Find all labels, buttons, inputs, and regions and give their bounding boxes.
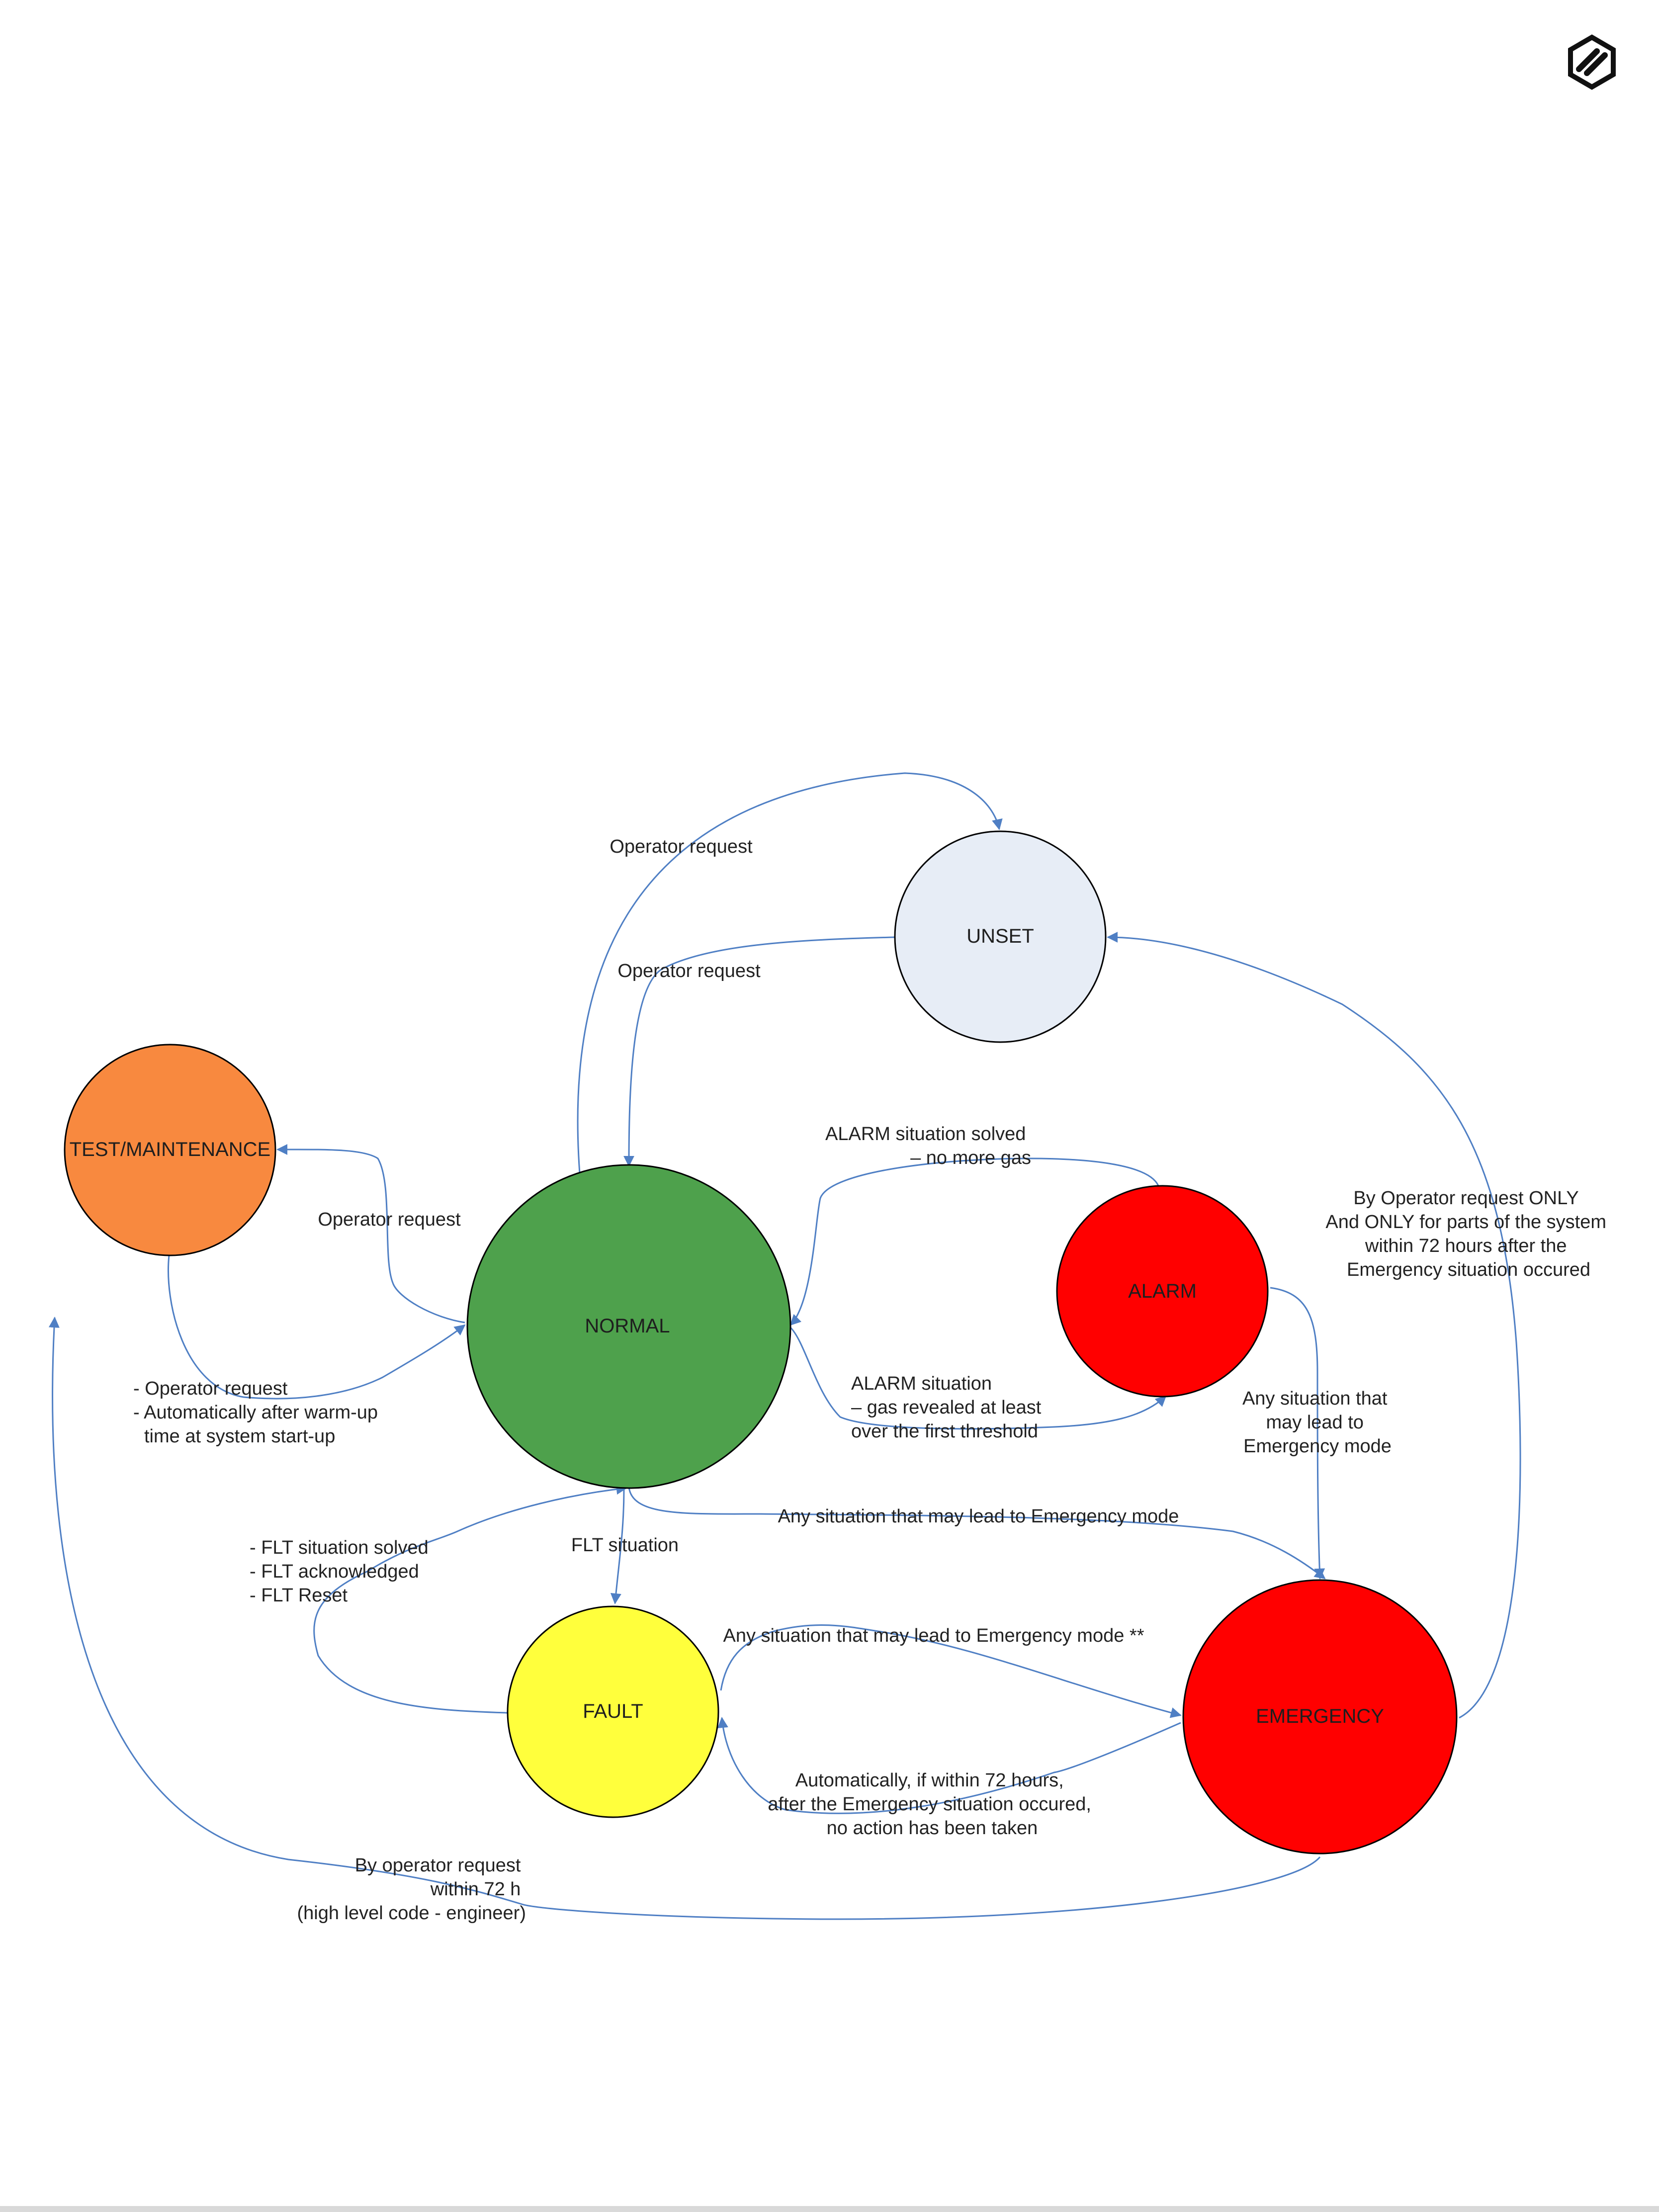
- node-emergency-label: EMERGENCY: [1256, 1705, 1384, 1727]
- node-emergency-circle: [1182, 1579, 1458, 1855]
- node-alarm: ALARM: [1056, 1185, 1269, 1398]
- label-emergency-to-unset-line-3: within 72 hours after the: [1365, 1236, 1567, 1256]
- label-normal-to-alarm-line-2: – gas revealed at least: [851, 1397, 1042, 1418]
- label-alarm-to-emergency-line-2: may lead to: [1266, 1412, 1363, 1433]
- edge-test-to-normal: [168, 1255, 466, 1400]
- label-emergency-to-unset-line-1: By Operator request ONLY: [1353, 1188, 1578, 1209]
- edge-normal-to-alarm: [789, 1327, 1167, 1430]
- edge-normal-to-emergency: [628, 1486, 1326, 1580]
- edge-fault-to-normal: [313, 1484, 627, 1714]
- node-normal: NORMAL: [466, 1164, 791, 1489]
- node-test-maintenance-label: TEST/MAINTENANCE: [70, 1139, 270, 1160]
- node-fault-label: FAULT: [583, 1700, 643, 1722]
- label-alarm-to-emergency-line-1: Any situation that: [1242, 1388, 1388, 1409]
- node-normal-circle: [466, 1164, 791, 1489]
- label-test-to-normal: - Operator request - Automatically after…: [133, 1378, 383, 1447]
- node-normal-label: NORMAL: [585, 1315, 670, 1337]
- label-normal-to-alarm-line-3: over the first threshold: [851, 1421, 1038, 1442]
- label-test-to-normal-line-1: - Operator request: [133, 1378, 288, 1399]
- label-normal-to-emergency: Any situation that may lead to Emergency…: [778, 1506, 1179, 1527]
- edge-emergency-to-fault: [717, 1717, 1181, 1814]
- label-emergency-to-fault-line-3: no action has been taken: [827, 1818, 1038, 1839]
- label-alarm-to-normal-line-1: ALARM situation solved: [825, 1124, 1026, 1145]
- label-normal-to-alarm-line-1: ALARM situation: [851, 1373, 992, 1394]
- hexagon-s-logo-icon: [1568, 34, 1616, 90]
- label-emergency-to-test: By operator request within 72 h (high le…: [297, 1855, 526, 1924]
- label-normal-to-alarm: ALARM situation – gas revealed at least …: [851, 1373, 1047, 1442]
- edge-normal-to-unset: [577, 772, 1003, 1174]
- label-test-to-normal-line-3: time at system start-up: [144, 1426, 335, 1447]
- edge-emergency-to-test: [48, 1317, 1321, 1920]
- label-emergency-to-test-line-2: within 72 h: [430, 1879, 521, 1900]
- bottom-divider: [0, 2206, 1659, 2212]
- label-emergency-to-fault-line-1: Automatically, if within 72 hours,: [795, 1770, 1064, 1791]
- node-unset: UNSET: [894, 830, 1107, 1043]
- label-alarm-to-normal: ALARM situation solved – no more gas: [825, 1124, 1031, 1168]
- label-emergency-to-test-line-1: By operator request: [355, 1855, 521, 1876]
- label-emergency-to-unset-line-4: Emergency situation occured: [1347, 1259, 1590, 1280]
- node-fault-circle: [507, 1605, 719, 1818]
- node-test-maintenance-circle: [64, 1044, 276, 1256]
- node-emergency: EMERGENCY: [1182, 1579, 1458, 1855]
- edge-alarm-to-emergency: [1270, 1287, 1325, 1580]
- label-fault-to-normal: - FLT situation solved - FLT acknowledge…: [250, 1537, 434, 1606]
- node-test-maintenance: TEST/MAINTENANCE: [64, 1044, 276, 1256]
- label-fault-to-emergency: Any situation that may lead to Emergency…: [723, 1625, 1144, 1646]
- label-fault-to-normal-line-3: - FLT Reset: [250, 1585, 348, 1606]
- label-emergency-to-fault: Automatically, if within 72 hours, after…: [768, 1770, 1096, 1839]
- label-test-to-normal-line-2: - Automatically after warm-up: [133, 1402, 378, 1423]
- label-unset-to-normal: Operator request: [617, 961, 761, 981]
- label-normal-to-unset: Operator request: [610, 836, 753, 857]
- label-normal-to-fault: FLT situation: [571, 1535, 679, 1556]
- edge-normal-to-fault: [610, 1489, 625, 1604]
- label-emergency-to-unset: By Operator request ONLY And ONLY for pa…: [1325, 1188, 1611, 1280]
- edge-fault-to-emergency: [720, 1624, 1182, 1718]
- edge-unset-to-normal: [623, 936, 895, 1167]
- label-emergency-to-fault-line-2: after the Emergency situation occured,: [768, 1794, 1091, 1815]
- node-unset-label: UNSET: [966, 925, 1034, 947]
- label-fault-to-normal-line-1: - FLT situation solved: [250, 1537, 429, 1558]
- label-emergency-to-unset-line-2: And ONLY for parts of the system: [1325, 1212, 1606, 1233]
- label-alarm-to-emergency-line-3: Emergency mode: [1243, 1436, 1392, 1457]
- node-alarm-circle: [1056, 1185, 1269, 1398]
- label-fault-to-normal-line-2: - FLT acknowledged: [250, 1561, 419, 1582]
- node-unset-circle: [894, 830, 1107, 1043]
- node-fault: FAULT: [507, 1605, 719, 1818]
- edge-emergency-to-unset: [1107, 932, 1521, 1719]
- label-alarm-to-normal-line-2: – no more gas: [910, 1148, 1031, 1168]
- edge-alarm-to-normal: [789, 1157, 1159, 1326]
- edge-normal-to-test: [276, 1144, 465, 1324]
- node-alarm-label: ALARM: [1128, 1280, 1197, 1302]
- label-alarm-to-emergency: Any situation that may lead to Emergency…: [1242, 1388, 1393, 1457]
- label-normal-to-test: Operator request: [318, 1209, 461, 1230]
- label-emergency-to-test-line-3: (high level code - engineer): [297, 1903, 526, 1924]
